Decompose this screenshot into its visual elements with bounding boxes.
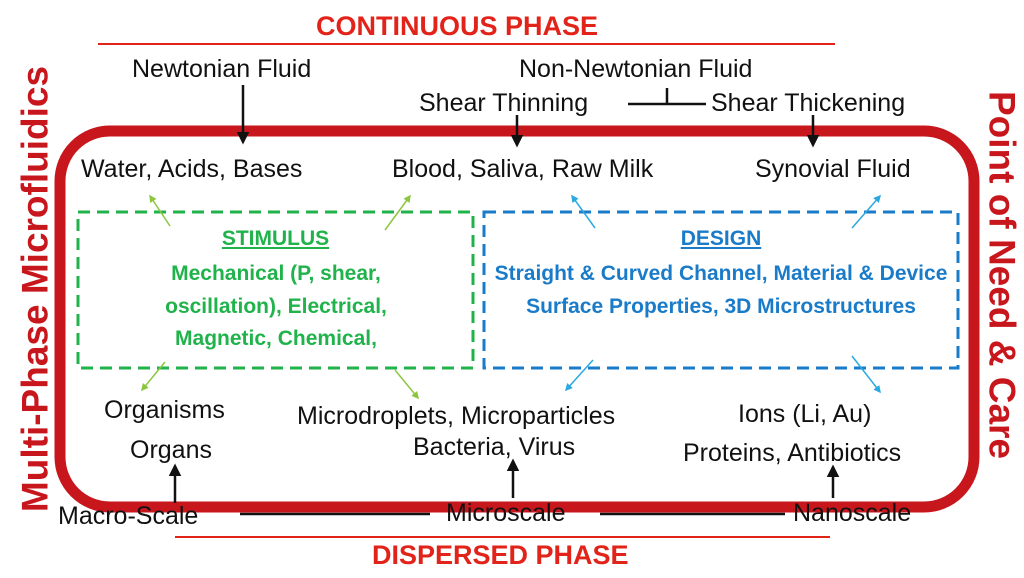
green-arrow-upper-left	[149, 194, 171, 227]
design-box	[482, 210, 960, 370]
proteins-antibiotics-label: Proteins, Antibiotics	[683, 439, 902, 467]
organs-label: Organs	[130, 436, 212, 464]
non-newtonian-bracket	[628, 88, 706, 106]
left-side-label: Multi-Phase Microfluidics	[14, 65, 56, 513]
blue-arrow-upper-left	[571, 194, 596, 229]
stimulus-title: STIMULUS	[221, 227, 330, 250]
newtonian-fluid-label: Newtonian Fluid	[132, 55, 312, 83]
macro-scale-label: Macro-Scale	[58, 502, 199, 530]
blue-arrow-lower-right	[851, 355, 881, 394]
ions-label: Ions (Li, Au)	[738, 400, 872, 428]
synovial-fluid-label: Synovial Fluid	[755, 155, 911, 183]
design-title: DESIGN	[680, 227, 762, 250]
nanoscale-label: Nanoscale	[793, 499, 912, 527]
green-arrow-lower-right	[394, 369, 419, 400]
dispersed-phase-label: DISPERSED PHASE	[372, 540, 629, 570]
water-acids-bases-label: Water, Acids, Bases	[81, 155, 303, 183]
blood-saliva-milk-label: Blood, Saliva, Raw Milk	[392, 155, 654, 183]
stimulus-body: Mechanical (P, shear, oscillation), Elec…	[165, 262, 387, 351]
design-body: Straight & Curved Channel, Material & De…	[494, 262, 948, 318]
green-arrow-upper-right	[384, 194, 411, 231]
bacteria-virus-label: Bacteria, Virus	[413, 433, 576, 461]
right-side-label: Point of Need & Care	[981, 91, 1023, 459]
blue-arrow-lower-left	[564, 359, 594, 392]
blue-arrow-upper-right	[851, 194, 881, 229]
stimulus-box	[76, 210, 475, 370]
microscale-label: Microscale	[446, 499, 566, 527]
microdroplets-label: Microdroplets, Microparticles	[297, 402, 616, 430]
shear-thinning-label: Shear Thinning	[419, 89, 589, 117]
continuous-phase-label: CONTINUOUS PHASE	[316, 11, 599, 41]
green-arrow-lower-left	[141, 361, 166, 392]
shear-thickening-label: Shear Thickening	[711, 89, 906, 117]
organisms-label: Organisms	[104, 396, 225, 424]
non-newtonian-fluid-label: Non-Newtonian Fluid	[519, 55, 753, 83]
